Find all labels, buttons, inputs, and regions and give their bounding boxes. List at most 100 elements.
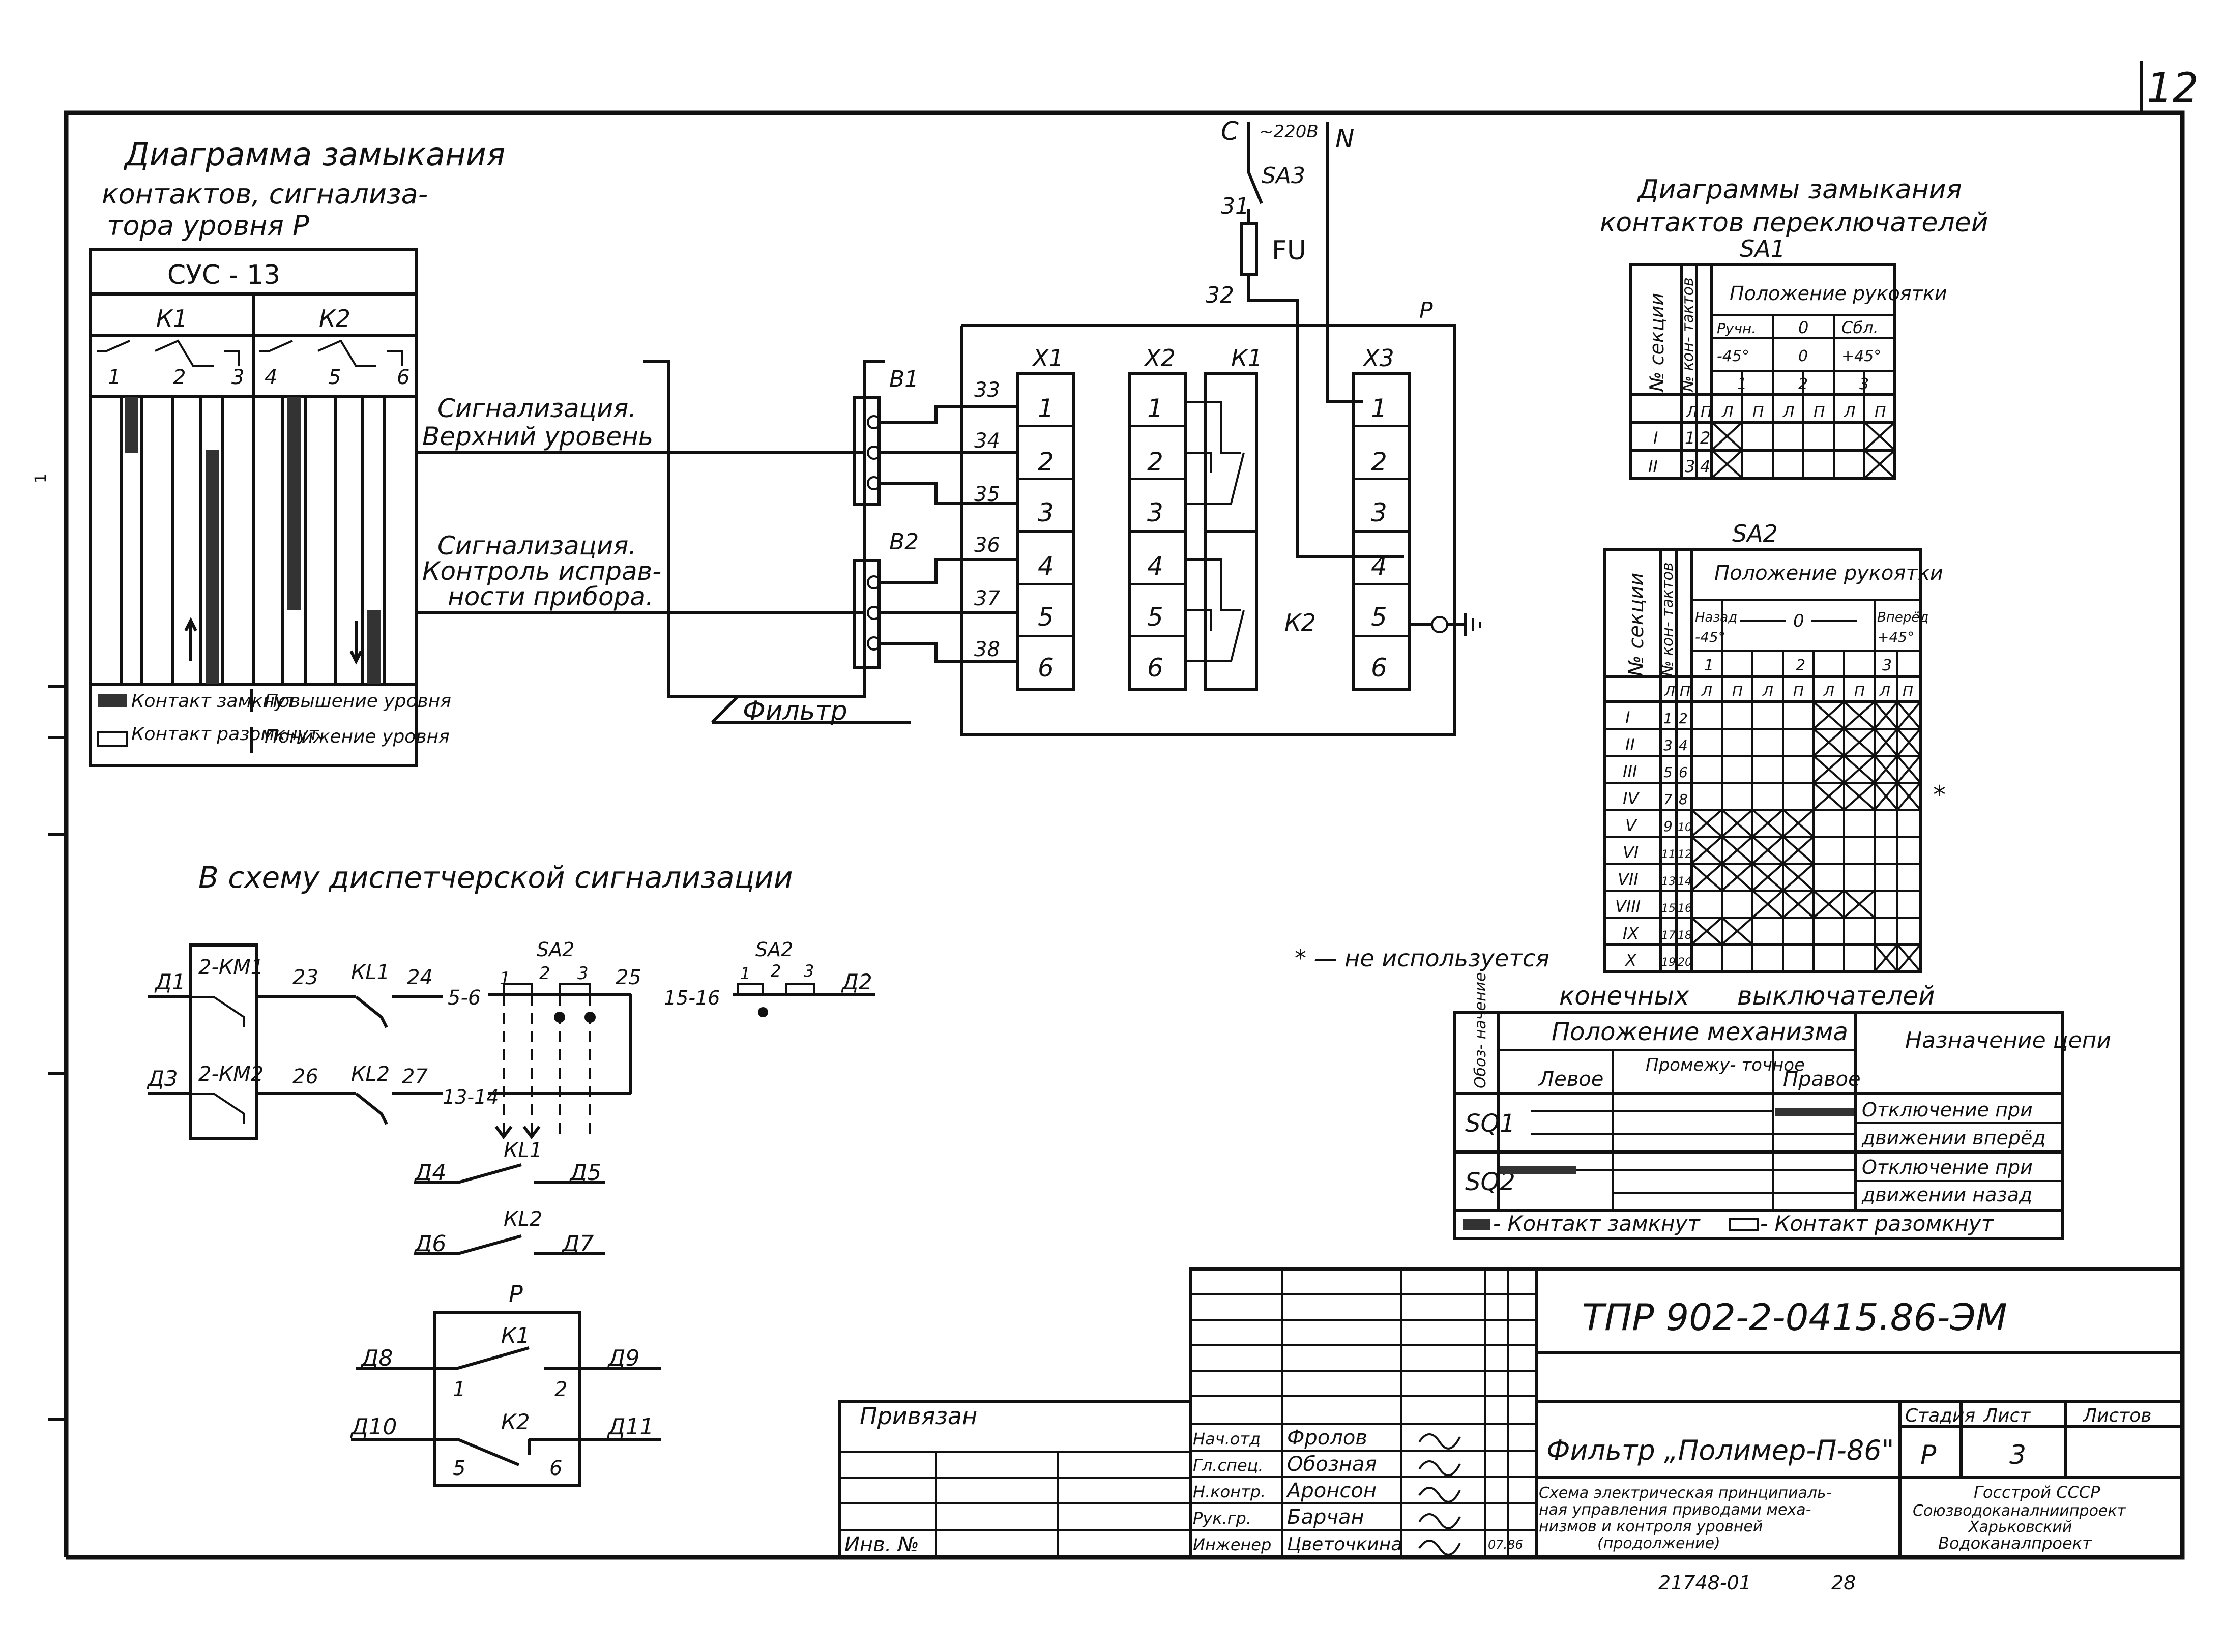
dispatch-n2: 2 bbox=[539, 963, 550, 984]
sa2-p3: Вперёд bbox=[1877, 610, 1928, 625]
supply-c: С bbox=[1221, 116, 1239, 146]
role-5: Инженер bbox=[1193, 1535, 1271, 1554]
x3-label: Х3 bbox=[1362, 344, 1394, 372]
sa1-n1: 1 bbox=[1737, 375, 1747, 393]
org-2: Союзводоканалниипроект bbox=[1913, 1502, 2127, 1520]
ls-h-mid: Промежу- точное bbox=[1646, 1055, 1805, 1075]
dispatch-sa2b: SA2 bbox=[755, 938, 793, 961]
sheet-value: 3 bbox=[2009, 1440, 2026, 1470]
desc-4: (продолжение) bbox=[1597, 1535, 1720, 1552]
footer-number-2: 28 bbox=[1831, 1572, 1856, 1594]
sa2-cross-marks bbox=[1690, 701, 1921, 972]
x1-t3: 3 bbox=[1038, 498, 1054, 527]
sa2-row-10-a: 19 bbox=[1661, 956, 1676, 969]
sa2-row-2-b: 4 bbox=[1679, 737, 1688, 754]
sa2-row-5-sec: V bbox=[1625, 816, 1637, 835]
sa2-row-4-sec: IV bbox=[1623, 789, 1640, 808]
sa2-p2: 0 bbox=[1793, 611, 1804, 631]
ls-title-1: конечных bbox=[1559, 981, 1689, 1011]
sa2-row-10-sec: X bbox=[1624, 951, 1637, 970]
ls-h-purpose: Назначение цепи bbox=[1905, 1027, 2111, 1053]
x3-t3: 3 bbox=[1371, 498, 1387, 527]
main-circuit: С ~220В N SA3 31 FU 32 Р В1 В2 33 34 bbox=[853, 116, 1481, 736]
sa2-note: * — не используется bbox=[1295, 945, 1549, 972]
sig2-line-a: Сигнализация. bbox=[437, 531, 636, 560]
wire-32: 32 bbox=[1206, 282, 1234, 308]
sa1-row-2-sec: II bbox=[1648, 457, 1658, 476]
sa2-P4: П bbox=[1903, 683, 1913, 699]
sa2-a1: -45° bbox=[1695, 629, 1725, 645]
limit-switch-table: конечных выключателей Обоз- начение Поло… bbox=[1453, 972, 2111, 1240]
dispatch-m2: 2 bbox=[771, 961, 781, 981]
sa1-n3: 3 bbox=[1859, 375, 1869, 393]
d10-label: Д10 bbox=[350, 1414, 397, 1440]
sa1-row-1-sec: I bbox=[1653, 428, 1658, 448]
sig2-line-c: ности прибора. bbox=[448, 582, 654, 611]
x2-t3: 3 bbox=[1147, 498, 1163, 527]
side-mark: 1 bbox=[32, 474, 50, 483]
sa2-L3: Л bbox=[1823, 683, 1834, 699]
wire-36: 36 bbox=[974, 534, 1000, 557]
sa2-n1: 1 bbox=[1704, 657, 1714, 674]
ls-title-2: выключателей bbox=[1737, 981, 1935, 1011]
sa1-a1: -45° bbox=[1717, 347, 1749, 365]
ls-h-left: Левое bbox=[1538, 1068, 1603, 1091]
sa1-cross-marks bbox=[1711, 421, 1896, 479]
k1-label: К1 bbox=[156, 305, 188, 332]
signal-lines: Сигнализация. Верхний уровень Сигнализац… bbox=[416, 360, 911, 726]
k2-label: К2 bbox=[319, 305, 350, 332]
contact-2: 2 bbox=[173, 366, 186, 389]
sa2-L2: Л bbox=[1762, 683, 1773, 699]
sa2-L0: Л bbox=[1664, 683, 1675, 699]
contact-6: 6 bbox=[397, 366, 409, 389]
sa1-row-1-a: 1 bbox=[1685, 428, 1695, 448]
sa2-star: * bbox=[1933, 780, 1946, 810]
dispatch-m3: 3 bbox=[804, 961, 814, 981]
kl2b-label: КL2 bbox=[504, 1207, 542, 1231]
dispatch-circuit: В схему диспетчерской сигнализации Д1 2-… bbox=[147, 860, 875, 1487]
d11-label: Д11 bbox=[607, 1414, 654, 1440]
page-mark: 12 bbox=[2147, 64, 2199, 111]
project-name: Фильтр „Полимер-П-86" bbox=[1546, 1434, 1894, 1466]
sa2-row-6-sec: VI bbox=[1623, 843, 1639, 862]
dispatch-title: В схему диспетчерской сигнализации bbox=[198, 860, 793, 895]
sa1-L1: Л bbox=[1721, 403, 1734, 421]
sa2-row-1-sec: I bbox=[1625, 708, 1630, 727]
d2-label: Д2 bbox=[841, 969, 872, 994]
dispatch-n3: 3 bbox=[577, 963, 589, 984]
sa2-row-lines bbox=[1605, 728, 1920, 946]
legend-up: Повышение уровня bbox=[265, 691, 451, 712]
doc-code: ТПР 902-2-0415.86-ЭМ bbox=[1582, 1296, 2007, 1339]
supply-n: N bbox=[1335, 124, 1354, 154]
sa2-row-3-a: 5 bbox=[1663, 764, 1673, 781]
sa1-title-2: контактов переключателей bbox=[1600, 208, 1988, 238]
p-t2: 2 bbox=[554, 1378, 567, 1401]
title-left-grid bbox=[1190, 1269, 1536, 1557]
p-k1: К1 bbox=[501, 1323, 530, 1348]
device-name: СУС - 13 bbox=[167, 260, 280, 290]
sa2-L4: Л bbox=[1879, 683, 1890, 699]
sa2-row-6-b: 12 bbox=[1678, 848, 1692, 861]
wire-33: 33 bbox=[974, 378, 1000, 402]
terminal-rows bbox=[1017, 425, 1409, 637]
name-3: Аронсон bbox=[1285, 1479, 1377, 1502]
sa2-P2: П bbox=[1793, 683, 1804, 699]
b1-label: В1 bbox=[889, 366, 919, 392]
level-contact-diagram: Диаграмма замыкания контактов, сигнализа… bbox=[89, 136, 505, 767]
sa2-name: SA2 bbox=[1732, 520, 1778, 547]
sa1-a3: +45° bbox=[1841, 347, 1881, 365]
sa2-row-2-sec: II bbox=[1625, 735, 1635, 754]
x3-t1: 1 bbox=[1371, 394, 1387, 423]
sq1-label: SQ1 bbox=[1465, 1109, 1515, 1138]
fu-label: FU bbox=[1272, 235, 1306, 266]
wire-38: 38 bbox=[974, 638, 1000, 661]
sa1-p1: Ручн. bbox=[1717, 320, 1756, 337]
sa1-row-1-b: 2 bbox=[1700, 428, 1710, 448]
role-1: Нач.отд bbox=[1193, 1429, 1261, 1449]
legend-open: Контакт разомкнут bbox=[131, 724, 319, 745]
x2-t1: 1 bbox=[1147, 394, 1163, 423]
sa2-row-5-b: 10 bbox=[1678, 821, 1692, 834]
sa1-row-2-a: 3 bbox=[1685, 457, 1695, 476]
sa2-row-8-sec: VIII bbox=[1615, 897, 1641, 916]
